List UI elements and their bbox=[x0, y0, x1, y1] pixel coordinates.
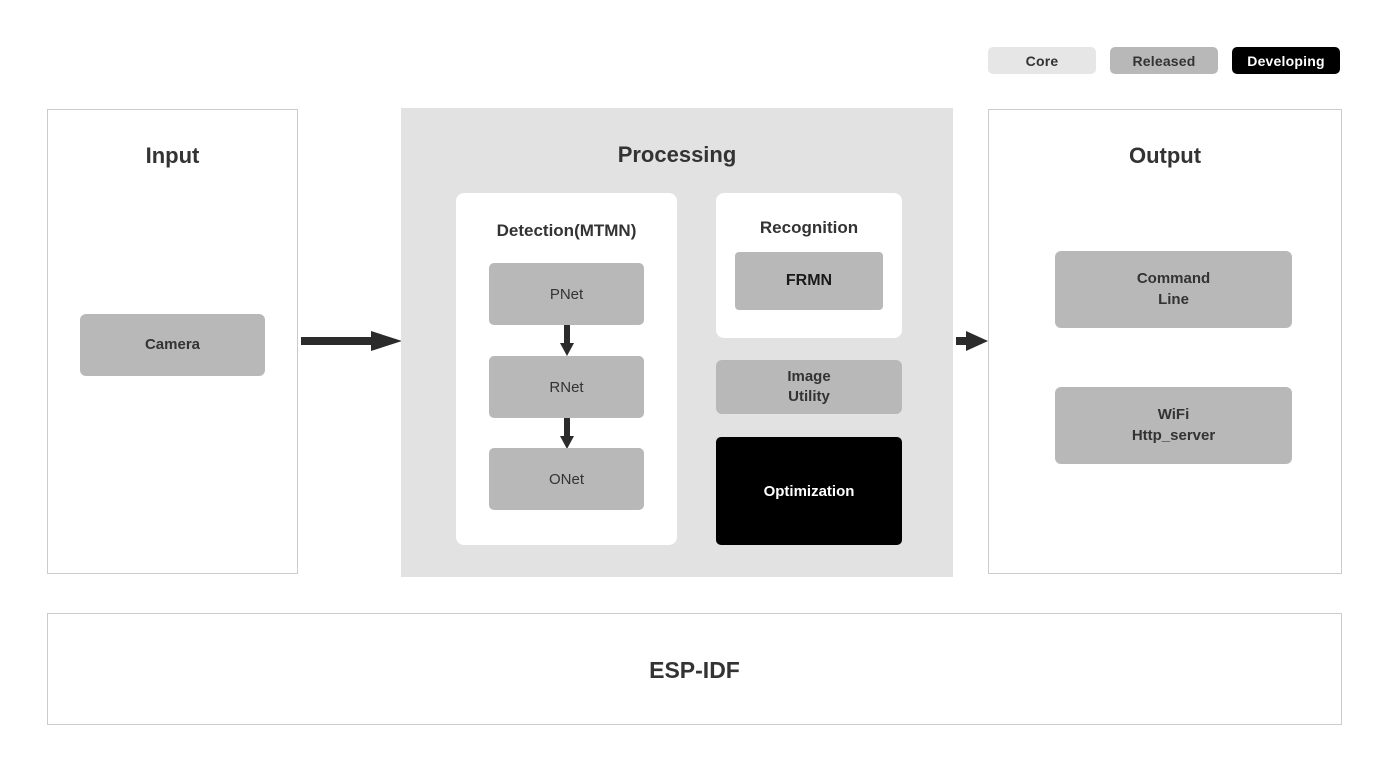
output-panel: Output Command Line WiFi Http_server bbox=[988, 109, 1342, 574]
recognition-card-title: Recognition bbox=[759, 218, 859, 237]
rnet-label: RNet bbox=[549, 378, 584, 396]
input-panel: Input Camera bbox=[47, 109, 298, 574]
command-line-label-line2: Line bbox=[1158, 290, 1189, 308]
arrow-processing-to-output bbox=[956, 330, 988, 352]
onet-label: ONet bbox=[548, 470, 584, 488]
image-utility-box: Image Utility bbox=[716, 360, 902, 414]
processing-panel: Processing Detection(MTMN) PNet RNet ONe… bbox=[401, 108, 953, 577]
output-panel-title: Output bbox=[1128, 143, 1202, 168]
legend-badge-core: Core bbox=[988, 47, 1096, 74]
legend-label-developing: Developing bbox=[1247, 52, 1325, 69]
camera-box: Camera bbox=[80, 314, 265, 376]
image-utility-label-line1: Image bbox=[787, 367, 831, 385]
wifi-label-line2: Http_server bbox=[1131, 426, 1216, 444]
legend-badge-developing: Developing bbox=[1232, 47, 1340, 74]
status-legend: Core Released Developing bbox=[988, 47, 1340, 74]
onet-box: ONet bbox=[489, 448, 644, 510]
esp-idf-label: ESP-IDF bbox=[649, 657, 740, 683]
arrow-input-to-processing bbox=[301, 330, 402, 352]
legend-label-core: Core bbox=[1025, 52, 1059, 69]
wifi-label-line1: WiFi bbox=[1157, 406, 1190, 424]
detection-card-title: Detection(MTMN) bbox=[496, 221, 637, 240]
legend-label-released: Released bbox=[1132, 52, 1196, 69]
frmn-box: FRMN bbox=[735, 252, 883, 310]
frmn-label: FRMN bbox=[785, 272, 833, 289]
pnet-label: PNet bbox=[549, 285, 584, 303]
recognition-card: Recognition FRMN bbox=[716, 193, 902, 338]
optimization-label: Optimization bbox=[763, 482, 855, 500]
optimization-box: Optimization bbox=[716, 437, 902, 545]
legend-badge-released: Released bbox=[1110, 47, 1218, 74]
input-panel-title: Input bbox=[145, 143, 200, 168]
detection-card: Detection(MTMN) PNet RNet ONet bbox=[456, 193, 677, 545]
camera-label: Camera bbox=[144, 335, 201, 353]
image-utility-label-line2: Utility bbox=[788, 388, 830, 405]
arrow-pnet-to-rnet bbox=[560, 325, 574, 356]
processing-panel-title: Processing bbox=[617, 142, 737, 167]
wifi-http-server-box: WiFi Http_server bbox=[1055, 387, 1292, 464]
pnet-box: PNet bbox=[489, 263, 644, 325]
esp-idf-panel: ESP-IDF bbox=[47, 613, 1342, 725]
rnet-box: RNet bbox=[489, 356, 644, 418]
arrow-rnet-to-onet bbox=[560, 418, 574, 449]
command-line-box: Command Line bbox=[1055, 251, 1292, 328]
command-line-label-line1: Command bbox=[1136, 270, 1211, 288]
